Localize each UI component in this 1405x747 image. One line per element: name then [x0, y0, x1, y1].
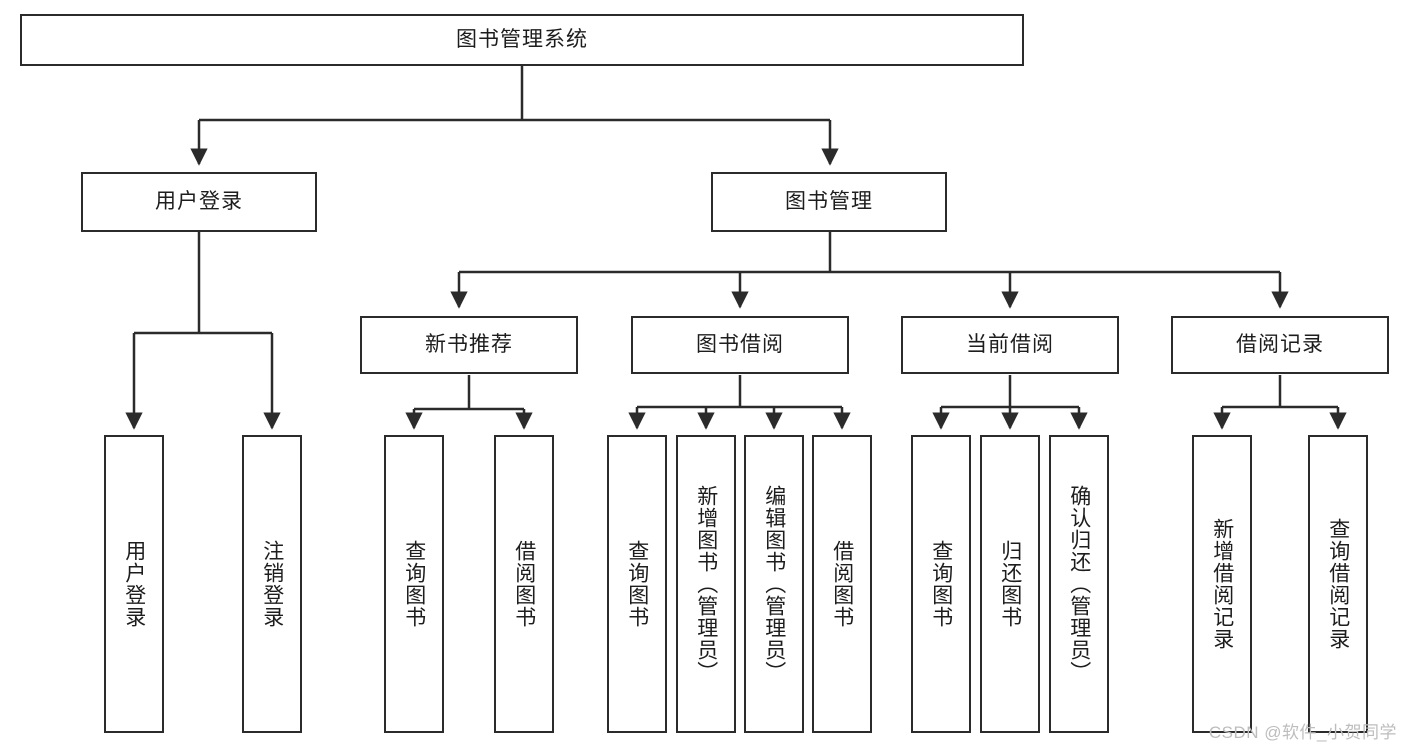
node-label: 新增图书（管理员） — [694, 485, 718, 683]
node-label: 查询图书 — [625, 540, 649, 628]
node-root-book-management-system[interactable]: 图书管理系统 — [20, 14, 1024, 66]
node-current-borrow[interactable]: 当前借阅 — [901, 316, 1119, 374]
leaf-add-borrow-record[interactable]: 新增借阅记录 — [1192, 435, 1252, 733]
node-label: 用户登录 — [122, 540, 146, 628]
node-label: 借阅图书 — [512, 540, 536, 628]
leaf-logout[interactable]: 注销登录 — [242, 435, 302, 733]
leaf-query-book-borrow[interactable]: 查询图书 — [607, 435, 667, 733]
node-label: 借阅图书 — [830, 540, 854, 628]
leaf-add-book-admin[interactable]: 新增图书（管理员） — [676, 435, 736, 733]
node-new-book-recommend[interactable]: 新书推荐 — [360, 316, 578, 374]
node-label: 查询图书 — [402, 540, 426, 628]
node-book-borrow[interactable]: 图书借阅 — [631, 316, 849, 374]
node-borrow-record[interactable]: 借阅记录 — [1171, 316, 1389, 374]
node-label: 图书管理 — [785, 190, 873, 214]
leaf-query-book-recommend[interactable]: 查询图书 — [384, 435, 444, 733]
node-label: 新增借阅记录 — [1210, 518, 1234, 650]
node-label: 编辑图书（管理员） — [762, 485, 786, 683]
leaf-query-borrow-record[interactable]: 查询借阅记录 — [1308, 435, 1368, 733]
leaf-borrow-book[interactable]: 借阅图书 — [812, 435, 872, 733]
node-label: 图书管理系统 — [456, 28, 588, 52]
node-label: 注销登录 — [260, 540, 284, 628]
node-label: 确认归还（管理员） — [1067, 485, 1091, 683]
leaf-confirm-return-admin[interactable]: 确认归还（管理员） — [1049, 435, 1109, 733]
node-book-management[interactable]: 图书管理 — [711, 172, 947, 232]
leaf-edit-book-admin[interactable]: 编辑图书（管理员） — [744, 435, 804, 733]
node-label: 借阅记录 — [1236, 333, 1324, 357]
csdn-watermark: CSDN @软件_小贺同学 — [1208, 723, 1397, 742]
node-label: 当前借阅 — [966, 333, 1054, 357]
leaf-return-book[interactable]: 归还图书 — [980, 435, 1040, 733]
node-label: 查询借阅记录 — [1326, 518, 1350, 650]
node-label: 用户登录 — [155, 190, 243, 214]
node-label: 归还图书 — [998, 540, 1022, 628]
node-label: 图书借阅 — [696, 333, 784, 357]
node-label: 查询图书 — [929, 540, 953, 628]
leaf-user-login[interactable]: 用户登录 — [104, 435, 164, 733]
node-user-login[interactable]: 用户登录 — [81, 172, 317, 232]
node-label: 新书推荐 — [425, 333, 513, 357]
leaf-borrow-book-recommend[interactable]: 借阅图书 — [494, 435, 554, 733]
leaf-query-book-current[interactable]: 查询图书 — [911, 435, 971, 733]
